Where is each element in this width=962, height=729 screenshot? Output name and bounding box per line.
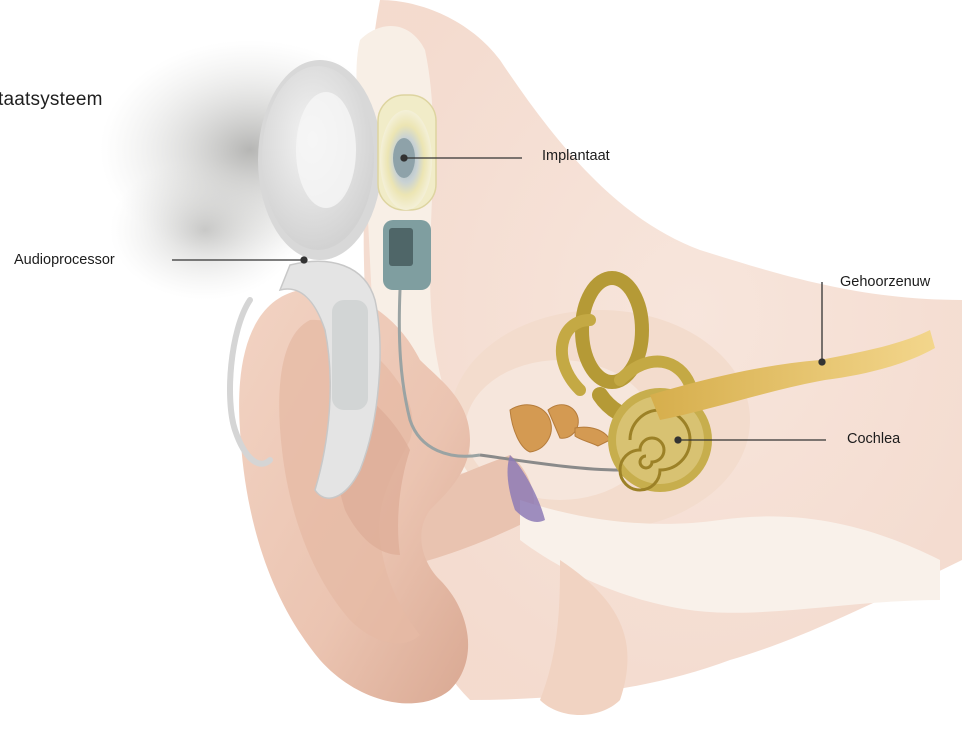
external-coil (258, 60, 382, 260)
label-implant: Implantaat (542, 148, 610, 164)
label-cochlea: Cochlea (847, 431, 900, 447)
diagram-title: taatsysteem (0, 89, 103, 111)
label-audio-processor: Audioprocessor (14, 252, 115, 268)
label-auditory-nerve: Gehoorzenuw (840, 274, 930, 290)
